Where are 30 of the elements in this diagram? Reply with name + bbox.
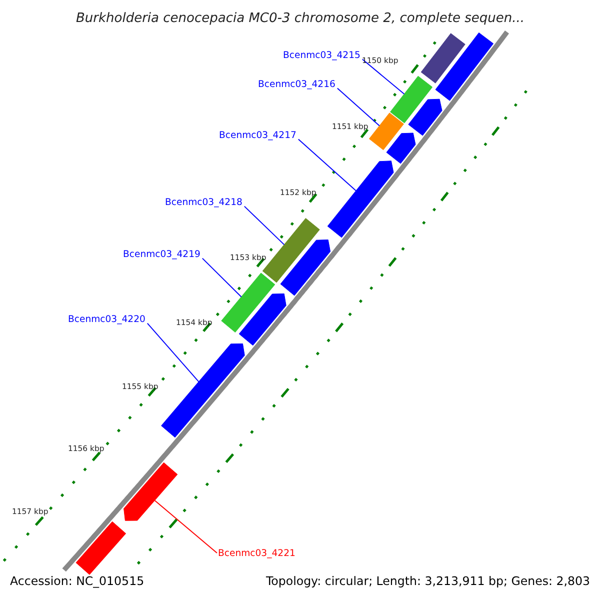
gene-bar: [435, 32, 494, 101]
leader-line: [336, 88, 380, 126]
gene-bar: [124, 462, 178, 521]
chart-title: Burkholderia cenocepacia MC0-3 chromosome 2, complete sequen...: [75, 10, 526, 27]
gene-bar: [327, 160, 394, 238]
gene-label: Bcenmc03_4218: [165, 198, 242, 208]
gene-label: Bcenmc03_4219: [123, 250, 200, 260]
leader-line: [154, 500, 218, 554]
gene-bar: [368, 112, 404, 150]
leader-line: [362, 58, 405, 94]
gene-bar: [161, 343, 245, 438]
leader-line: [202, 258, 242, 298]
gene-label: Bcenmc03_4217: [219, 131, 296, 140]
gene-label: Bcenmc03_4215: [283, 51, 360, 60]
accession-text: Accession: NC_010515: [9, 574, 146, 590]
gene-label: Bcenmc03_4216: [258, 80, 336, 90]
genome-info-text: Topology: circular; Length: 3,213,911 bp; Genes: 2,803: [264, 574, 591, 590]
gene-label: Bcenmc03_4220: [68, 315, 146, 324]
gene-label: Bcenmc03_4221: [218, 549, 296, 558]
leader-line: [146, 322, 200, 382]
gene-bar: [408, 98, 442, 136]
leader-line: [298, 138, 356, 192]
gene-bar: [238, 293, 286, 346]
gene-bar: [420, 33, 466, 84]
gene-bar: [386, 132, 416, 164]
gene-bar: [280, 240, 331, 296]
leader-line: [244, 206, 285, 246]
gene-bar: [221, 272, 276, 333]
gene-bar: [390, 76, 433, 124]
gene-bar: [76, 521, 126, 575]
